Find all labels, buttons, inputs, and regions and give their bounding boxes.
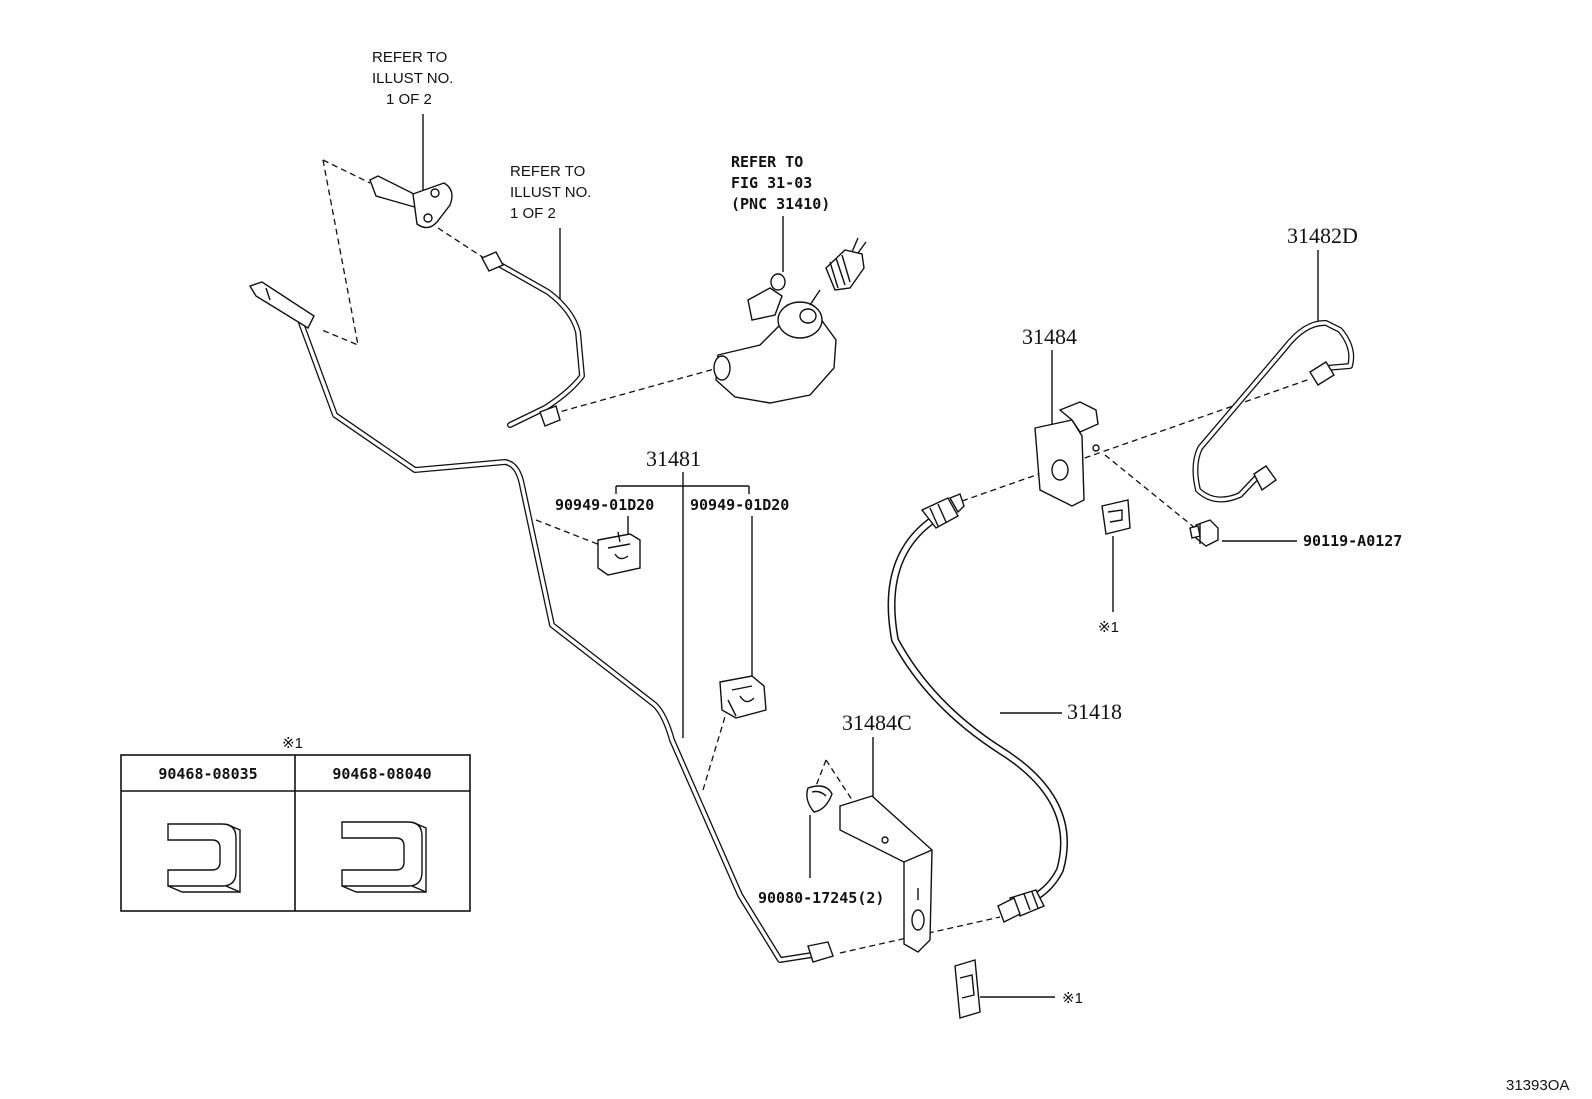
clip-note-upper bbox=[1101, 499, 1131, 535]
label-note-clip-lower: ※1 bbox=[1062, 990, 1083, 1007]
alignment-dash bbox=[535, 519, 601, 546]
clip-90949-left[interactable] bbox=[597, 531, 641, 576]
ref-note-line: FIG 31-03 bbox=[731, 174, 812, 192]
ref-note-mid-left: REFER TO ILLUST NO. 1 OF 2 bbox=[510, 163, 591, 222]
table-header-cell: 90468-08040 bbox=[332, 765, 431, 783]
tube-fitting bbox=[1309, 361, 1335, 386]
ref-note-line: (PNC 31410) bbox=[731, 195, 830, 213]
alignment-dash bbox=[321, 159, 359, 347]
alignment-dash bbox=[702, 699, 731, 791]
tube-fitting bbox=[1253, 465, 1277, 492]
label-31418[interactable]: 31418 bbox=[1067, 699, 1122, 724]
ref-note-line: ILLUST NO. bbox=[372, 70, 453, 87]
table-note-label: ※1 bbox=[282, 735, 303, 752]
label-clip-left[interactable]: 90949-01D20 bbox=[555, 496, 654, 514]
connector-tube bbox=[481, 251, 585, 428]
note-table: ※1 90468-08035 90468-08040 bbox=[120, 735, 471, 912]
grommet-90080[interactable] bbox=[806, 785, 833, 813]
tube-fitting bbox=[807, 941, 834, 963]
label-31484[interactable]: 31484 bbox=[1022, 324, 1077, 349]
illustration-code: 31393OA bbox=[1506, 1077, 1569, 1094]
flex-hose-31418[interactable] bbox=[887, 493, 1068, 923]
alignment-dash bbox=[322, 159, 371, 184]
label-31481[interactable]: 31481 bbox=[646, 446, 701, 471]
label-note-clip-upper: ※1 bbox=[1098, 619, 1119, 636]
label-grommet[interactable]: 90080-17245(2) bbox=[758, 889, 884, 907]
ref-note-line: REFER TO bbox=[372, 49, 447, 66]
alignment-dash bbox=[551, 367, 719, 415]
clip-90949-right[interactable] bbox=[719, 675, 767, 719]
alignment-dash bbox=[815, 759, 827, 787]
ref-note-master-cylinder: REFER TO FIG 31-03 (PNC 31410) bbox=[731, 153, 830, 213]
bolt-90119[interactable] bbox=[1189, 519, 1219, 547]
u-clip-long-icon bbox=[341, 821, 427, 894]
label-bolt[interactable]: 90119-A0127 bbox=[1303, 532, 1402, 550]
clip-note-lower bbox=[954, 959, 981, 1019]
tube-31482d[interactable] bbox=[1192, 319, 1355, 503]
hose-fitting bbox=[920, 497, 959, 529]
bracket-31484c[interactable] bbox=[839, 795, 933, 953]
ref-note-line: 1 OF 2 bbox=[510, 205, 556, 222]
ref-note-line: REFER TO bbox=[510, 163, 585, 180]
alignment-dash bbox=[961, 378, 1311, 502]
pedal-fitting bbox=[369, 175, 453, 229]
ref-note-line: ILLUST NO. bbox=[510, 184, 591, 201]
label-31484c[interactable]: 31484C bbox=[842, 710, 912, 735]
alignment-dash bbox=[437, 227, 491, 263]
label-clip-right[interactable]: 90949-01D20 bbox=[690, 496, 789, 514]
tube-fitting bbox=[539, 405, 561, 427]
label-31482d[interactable]: 31482D bbox=[1287, 223, 1358, 248]
ref-note-line: REFER TO bbox=[731, 153, 803, 171]
master-cylinder bbox=[713, 237, 867, 404]
tube-fitting bbox=[481, 251, 504, 272]
ref-note-top-left: REFER TO ILLUST NO. 1 OF 2 bbox=[372, 49, 453, 108]
u-clip-short-icon bbox=[167, 823, 241, 894]
ref-note-line: 1 OF 2 bbox=[386, 91, 432, 108]
table-header-cell: 90468-08035 bbox=[158, 765, 257, 783]
bracket-31484[interactable] bbox=[1034, 401, 1100, 507]
clutch-tube-31481[interactable] bbox=[248, 281, 834, 963]
leader-lines bbox=[422, 114, 1319, 998]
tube-fitting bbox=[248, 281, 315, 329]
